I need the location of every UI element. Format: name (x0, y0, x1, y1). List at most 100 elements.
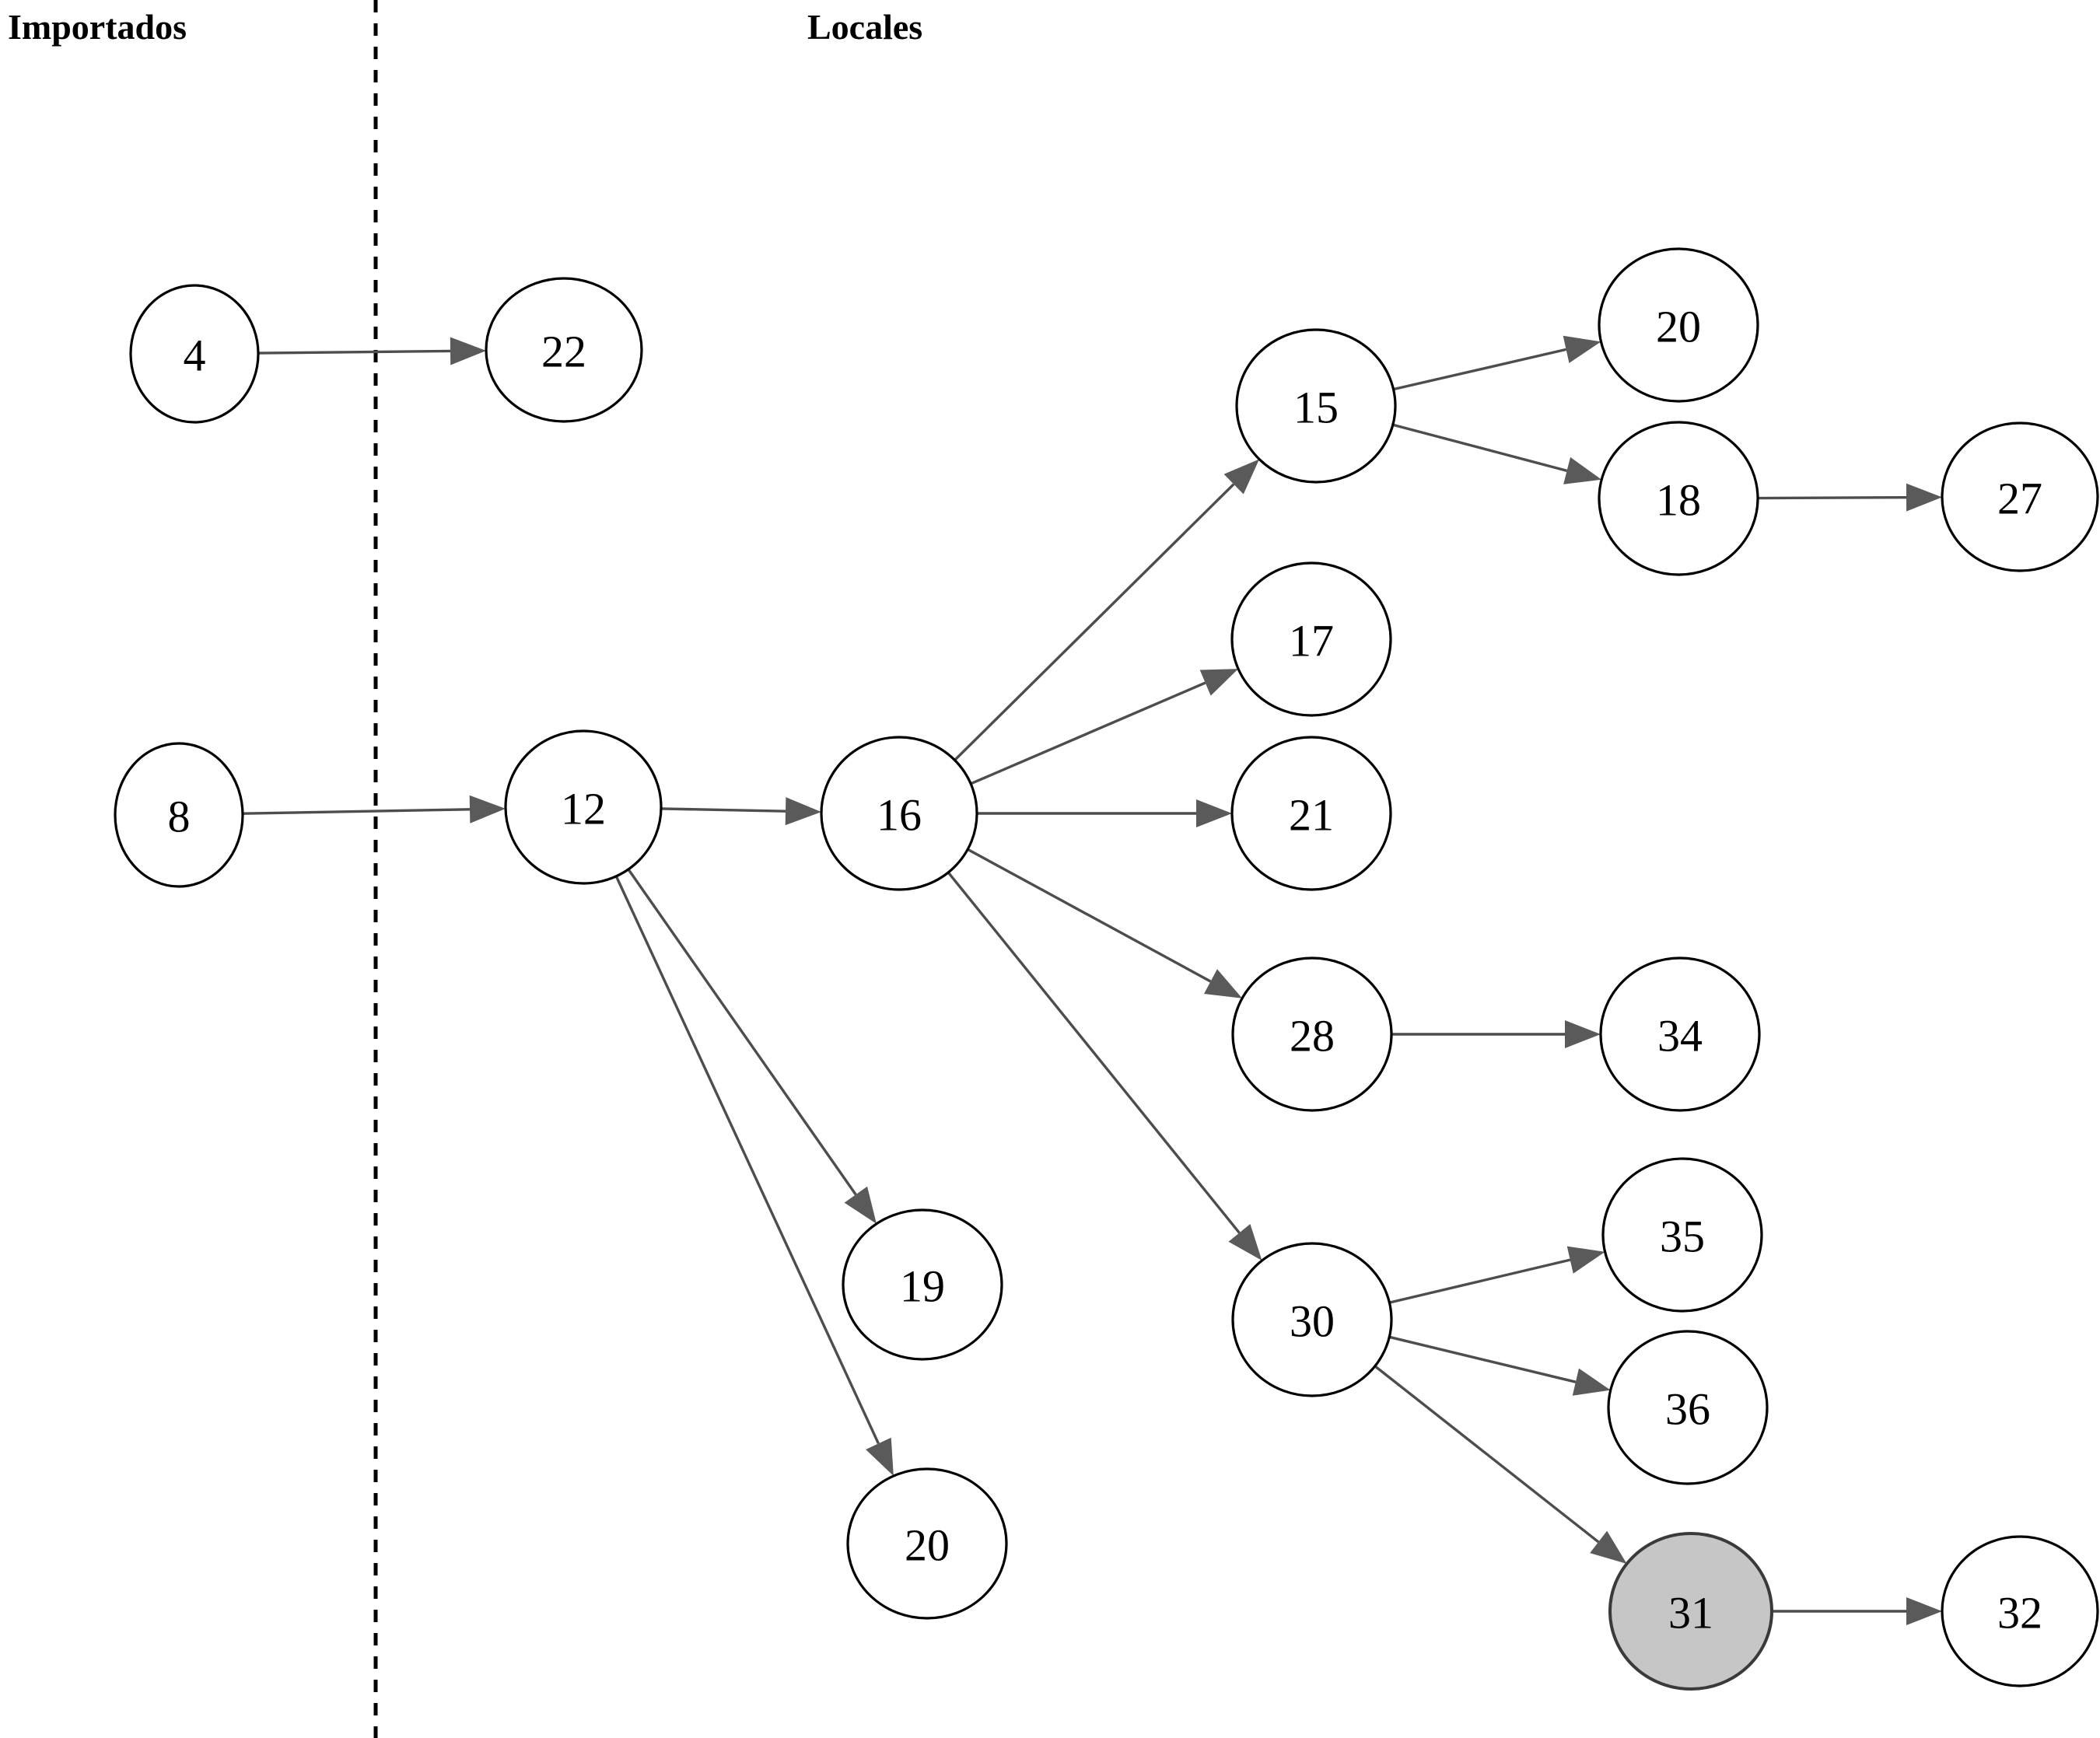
arrow-head-icon (866, 1437, 894, 1477)
node-label: 4 (184, 330, 206, 381)
arrow-head-icon (785, 797, 822, 826)
node-n17[interactable]: 17 (1230, 561, 1392, 717)
node-label: 12 (561, 784, 606, 834)
node-n27[interactable]: 27 (1941, 421, 2099, 572)
edge-line (954, 483, 1235, 761)
edge-16-to-30 (947, 871, 1262, 1261)
node-shape[interactable] (114, 742, 244, 888)
edge-line (947, 871, 1241, 1234)
node-n35[interactable]: 35 (1601, 1157, 1763, 1313)
edge-line (1392, 423, 1568, 473)
arrow-head-icon (1565, 1020, 1601, 1048)
node-n18[interactable]: 18 (1598, 421, 1759, 576)
node-n20a[interactable]: 20 (1598, 247, 1759, 403)
node-label: 18 (1656, 475, 1701, 526)
edge-4-to-22 (257, 337, 487, 365)
node-label: 34 (1657, 1011, 1703, 1061)
arrow-head-icon (1223, 459, 1260, 495)
node-label: 16 (877, 790, 922, 841)
node-n32[interactable]: 32 (1941, 1535, 2099, 1687)
edge-16-to-21 (977, 799, 1232, 827)
edge-16-to-15 (954, 459, 1260, 761)
edges-group (242, 335, 1943, 1625)
node-n16[interactable]: 16 (820, 736, 978, 891)
node-shape[interactable] (1231, 1242, 1393, 1397)
node-n31[interactable]: 31 (1608, 1532, 1773, 1691)
edge-15-to-18 (1392, 423, 1602, 484)
node-shape[interactable] (846, 1467, 1008, 1620)
node-n28[interactable]: 28 (1231, 956, 1393, 1112)
node-n15[interactable]: 15 (1235, 328, 1397, 484)
arrow-head-icon (1228, 1224, 1262, 1261)
nodes-group: 4 22 8 12 16 15 20 18 27 17 21 28 34 19 20 30 35 36 31 32 (114, 247, 2099, 1691)
node-label: 28 (1290, 1011, 1335, 1061)
edge-line (1389, 1258, 1571, 1304)
node-n21[interactable]: 21 (1230, 736, 1392, 891)
arrow-head-icon (1590, 1530, 1627, 1564)
node-n34[interactable]: 34 (1599, 956, 1761, 1112)
edge-line (257, 349, 451, 355)
edge-line (242, 808, 471, 815)
node-label: 27 (1997, 474, 2042, 524)
edge-28-to-34 (1391, 1020, 1601, 1048)
node-n36[interactable]: 36 (1607, 1330, 1769, 1485)
node-shape[interactable] (129, 284, 260, 424)
node-label: 8 (168, 792, 191, 842)
node-label: 36 (1665, 1384, 1710, 1435)
arrow-head-icon (1199, 669, 1239, 696)
node-shape[interactable] (1598, 421, 1759, 576)
arrow-head-icon (1204, 969, 1243, 998)
node-shape[interactable] (1941, 1535, 2099, 1687)
edge-line (1393, 348, 1566, 391)
node-label: 31 (1668, 1588, 1713, 1638)
arrow-head-icon (1906, 483, 1943, 512)
edge-12-to-20 (614, 876, 894, 1477)
node-shape[interactable] (1608, 1532, 1773, 1691)
arrow-head-icon (450, 337, 487, 365)
node-label: 20 (1656, 302, 1701, 352)
node-shape[interactable] (1235, 328, 1397, 484)
arrow-head-icon (844, 1186, 877, 1224)
node-n22[interactable]: 22 (485, 277, 643, 423)
node-shape[interactable] (1607, 1330, 1769, 1485)
column-label-importados: Importados (8, 7, 187, 47)
arrow-head-icon (1563, 456, 1602, 484)
edge-line (627, 868, 857, 1196)
edge-12-to-16 (660, 797, 822, 826)
arrow-head-icon (469, 795, 506, 824)
node-label: 17 (1289, 616, 1334, 666)
node-shape[interactable] (1598, 247, 1759, 403)
node-n19[interactable]: 19 (842, 1208, 1003, 1361)
node-n30[interactable]: 30 (1231, 1242, 1393, 1397)
node-label: 21 (1289, 790, 1334, 841)
arrow-head-icon (1566, 1246, 1605, 1274)
node-label: 30 (1290, 1296, 1335, 1347)
node-shape[interactable] (842, 1208, 1003, 1361)
node-shape[interactable] (1230, 561, 1392, 717)
node-shape[interactable] (1230, 736, 1392, 891)
arrow-head-icon (1572, 1368, 1611, 1396)
edge-18-to-27 (1757, 483, 1943, 512)
node-n4[interactable]: 4 (129, 284, 260, 424)
edge-30-to-35 (1389, 1246, 1605, 1304)
edge-line (967, 848, 1212, 983)
node-shape[interactable] (1231, 956, 1393, 1112)
node-shape[interactable] (1599, 956, 1761, 1112)
node-shape[interactable] (1941, 421, 2099, 572)
node-shape[interactable] (504, 729, 663, 885)
node-label: 15 (1293, 383, 1339, 433)
node-label: 19 (900, 1261, 945, 1312)
column-label-locales: Locales (807, 7, 923, 47)
node-n20b[interactable]: 20 (846, 1467, 1008, 1620)
edge-8-to-12 (242, 795, 506, 824)
node-shape[interactable] (820, 736, 978, 891)
node-n8[interactable]: 8 (114, 742, 244, 888)
node-label: 32 (1997, 1588, 2042, 1638)
node-shape[interactable] (1601, 1157, 1763, 1313)
node-n12[interactable]: 12 (504, 729, 663, 885)
node-shape[interactable] (485, 277, 643, 423)
edge-line (1374, 1365, 1600, 1544)
node-label: 20 (905, 1520, 950, 1571)
